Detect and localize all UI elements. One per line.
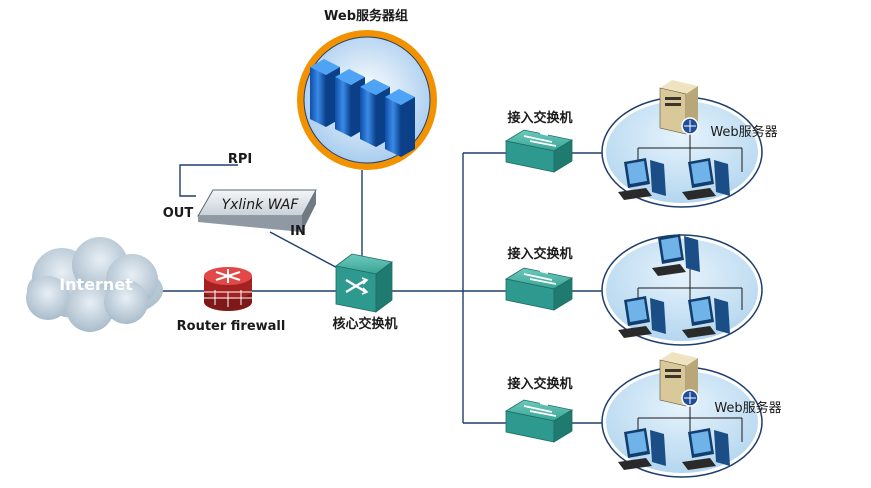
link-waf-core	[269, 231, 346, 273]
core-switch-label: 核心交换机	[332, 316, 397, 332]
router-firewall-icon	[204, 267, 252, 311]
rpi-label: RPI	[228, 152, 252, 167]
in-label: IN	[290, 224, 306, 239]
lan-segment-1: Web服务器	[601, 80, 778, 208]
workstation-icon	[682, 428, 730, 470]
web-server-3-label: Web服务器	[714, 400, 781, 416]
internet-cloud: Internet	[26, 237, 163, 332]
access-switch-3-label: 接入交换机	[507, 376, 572, 392]
web-server-1-label: Web服务器	[710, 124, 777, 140]
server-tower-icon	[659, 352, 699, 407]
workstation-icon	[618, 158, 666, 200]
waf-label: Yxlink WAF	[222, 197, 300, 213]
web-server-group-label: Web服务器组	[324, 8, 408, 24]
core-switch-icon	[335, 253, 393, 313]
workstation-icon	[682, 158, 730, 200]
workstation-icon	[618, 428, 666, 470]
lan-segment-3: Web服务器	[601, 352, 782, 478]
router-firewall: Router firewall	[177, 267, 286, 334]
server-tower-icon	[659, 80, 699, 135]
router-label: Router firewall	[177, 319, 286, 334]
workstation-icon	[682, 296, 730, 338]
web-server-group: Web服务器组	[297, 8, 437, 170]
access-switch-1-label: 接入交换机	[507, 110, 572, 126]
server-rack-icon	[310, 59, 415, 157]
access-switch-icon	[504, 399, 574, 443]
cloud-icon	[26, 237, 163, 332]
lan-segment-2	[601, 234, 763, 346]
internet-label: Internet	[59, 275, 133, 294]
access-switch-3: 接入交换机	[504, 376, 574, 443]
waf-appliance: Yxlink WAF RPI OUT IN	[163, 152, 317, 239]
access-switch-2: 接入交换机	[504, 246, 574, 311]
workstation-icon	[652, 234, 700, 276]
access-switch-icon	[504, 129, 574, 173]
link-rpi-loop	[179, 164, 238, 197]
links	[160, 152, 604, 424]
access-switch-icon	[504, 267, 574, 311]
out-label: OUT	[163, 206, 194, 221]
workstation-icon	[618, 296, 666, 338]
core-switch: 核心交换机	[332, 253, 398, 332]
access-switch-1: 接入交换机	[504, 110, 574, 173]
access-switch-2-label: 接入交换机	[507, 246, 572, 262]
